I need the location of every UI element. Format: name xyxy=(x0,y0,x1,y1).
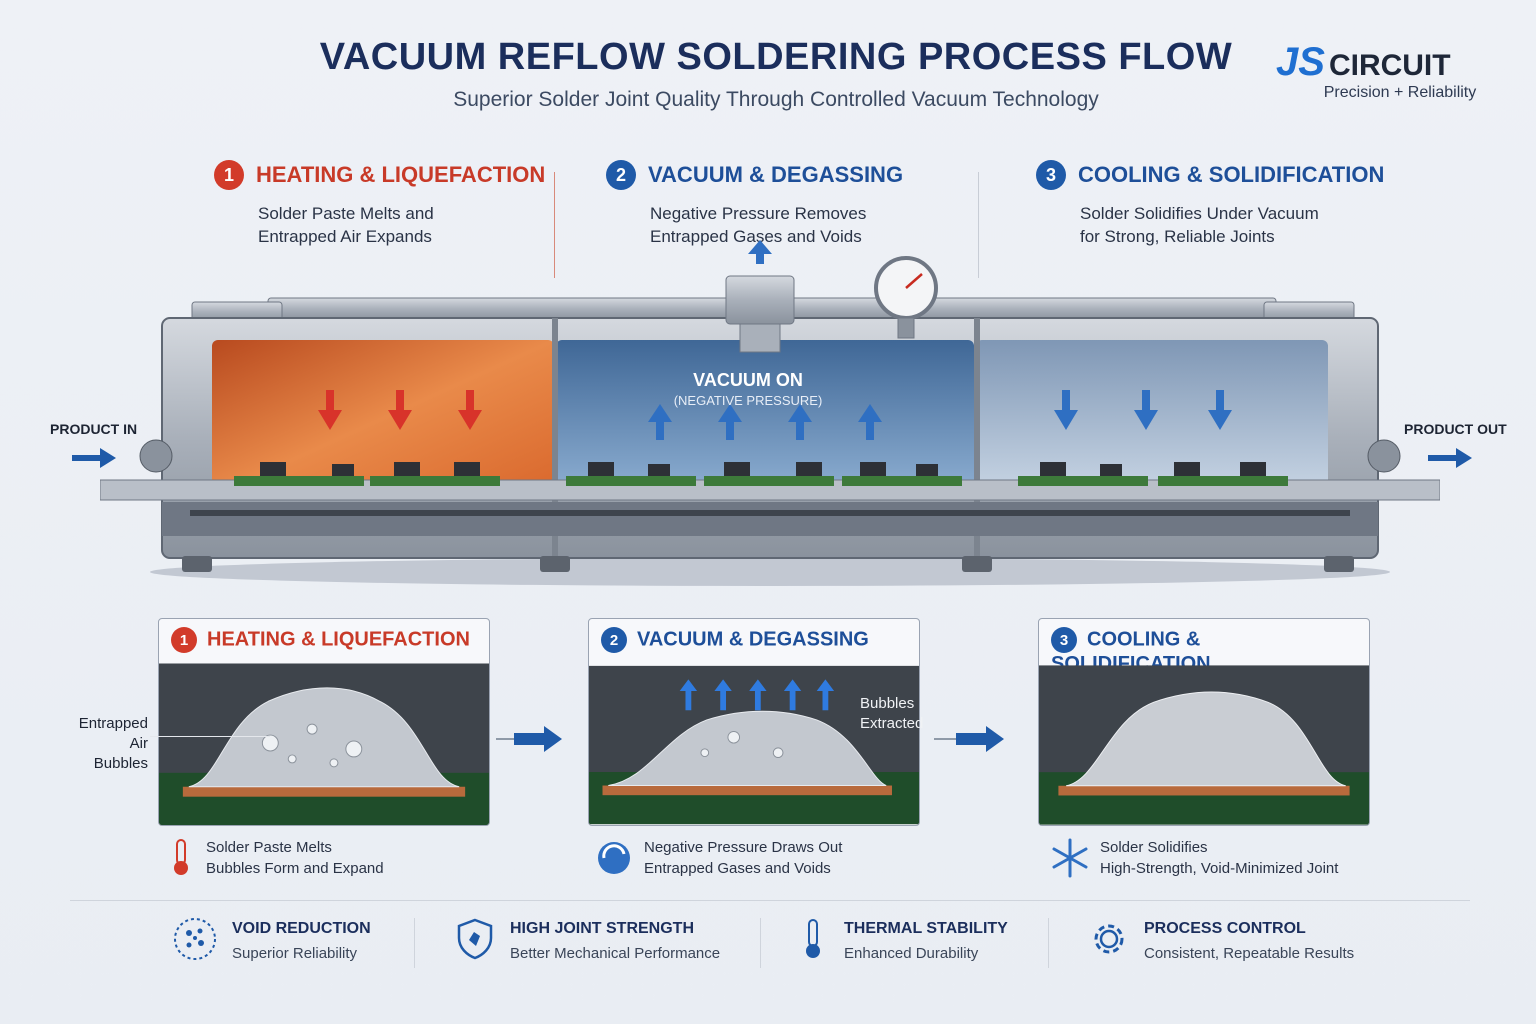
chamber-divider xyxy=(974,318,980,558)
stage-header-heating: 1 HEATING & LIQUEFACTION Solder Paste Mel… xyxy=(214,160,545,248)
page-title: VACUUM REFLOW SOLDERING PROCESS FLOW xyxy=(319,36,1233,78)
gear-icon xyxy=(1094,924,1124,954)
stage-title: HEATING & LIQUEFACTION xyxy=(256,162,546,187)
product-in-label: PRODUCT IN xyxy=(50,421,138,437)
vacuum-on-label: VACUUM ON xyxy=(693,370,803,390)
divider xyxy=(978,172,979,278)
conveyor-mechanism xyxy=(162,502,1378,536)
features-divider xyxy=(70,900,1470,901)
solder-joint-cooled-illustration xyxy=(1039,665,1369,825)
product-out-arrow-icon xyxy=(1428,448,1472,468)
oven-feet xyxy=(182,556,1354,572)
annotation-leader-line xyxy=(150,736,270,737)
stage-header-cooling: 3 COOLING & SOLIDIFICATION Solder Solidif… xyxy=(1036,160,1384,248)
pcb-boards xyxy=(234,476,1288,486)
stage-header-vacuum: 2 VACUUM & DEGASSING Negative Pressure Re… xyxy=(606,160,903,248)
brand-tagline: Precision + Reliability xyxy=(1323,84,1477,101)
vacuum-on-sublabel: (NEGATIVE PRESSURE) xyxy=(673,393,823,408)
heat-arrows xyxy=(318,390,482,430)
vacuum-chamber xyxy=(556,340,974,496)
vacuum-pipe-neck xyxy=(739,323,781,353)
stage-number-badge: 3 xyxy=(1036,160,1066,190)
vacuum-pipe xyxy=(725,275,795,325)
product-out-label: PRODUCT OUT xyxy=(1404,421,1507,437)
logo-mark: JS xyxy=(1276,40,1325,84)
snowflake-icon xyxy=(1052,838,1088,878)
thermometer-icon xyxy=(806,919,820,958)
pcb-components xyxy=(260,462,1266,476)
solder-joint-heating-illustration xyxy=(159,663,489,825)
product-in-arrow-icon xyxy=(72,448,116,468)
chamber-divider xyxy=(552,318,558,558)
side-roller xyxy=(1367,439,1401,473)
stage-number-badge: 2 xyxy=(606,160,636,190)
logo-word: CIRCUIT xyxy=(1328,49,1451,82)
cooling-arrows xyxy=(1054,390,1232,430)
stage-number-badge: 1 xyxy=(214,160,244,190)
reflow-oven-diagram xyxy=(100,240,1440,586)
vacuum-outflow-arrow-icon xyxy=(748,240,772,264)
vacuum-swirl-icon xyxy=(598,842,630,874)
flow-arrow-icon xyxy=(934,726,1004,752)
void-circle-icon xyxy=(174,918,216,960)
flow-arrow-icon xyxy=(496,726,562,752)
vacuum-arrows xyxy=(648,404,882,440)
heating-chamber xyxy=(212,340,554,496)
feature-separator xyxy=(1048,918,1049,968)
shield-icon xyxy=(457,918,493,960)
oven-shadow xyxy=(150,558,1390,586)
solder-joint-vacuum-illustration xyxy=(589,665,919,825)
conveyor-rollers xyxy=(190,510,1350,516)
feature-separator xyxy=(414,918,415,968)
stage-title: VACUUM & DEGASSING xyxy=(648,162,904,187)
divider xyxy=(554,172,555,278)
page-subtitle: Superior Solder Joint Quality Through Co… xyxy=(453,88,1099,111)
feature-separator xyxy=(760,918,761,968)
stage-title: COOLING & SOLIDIFICATION xyxy=(1078,162,1385,187)
thermometer-icon xyxy=(174,839,188,875)
side-roller xyxy=(139,439,173,473)
